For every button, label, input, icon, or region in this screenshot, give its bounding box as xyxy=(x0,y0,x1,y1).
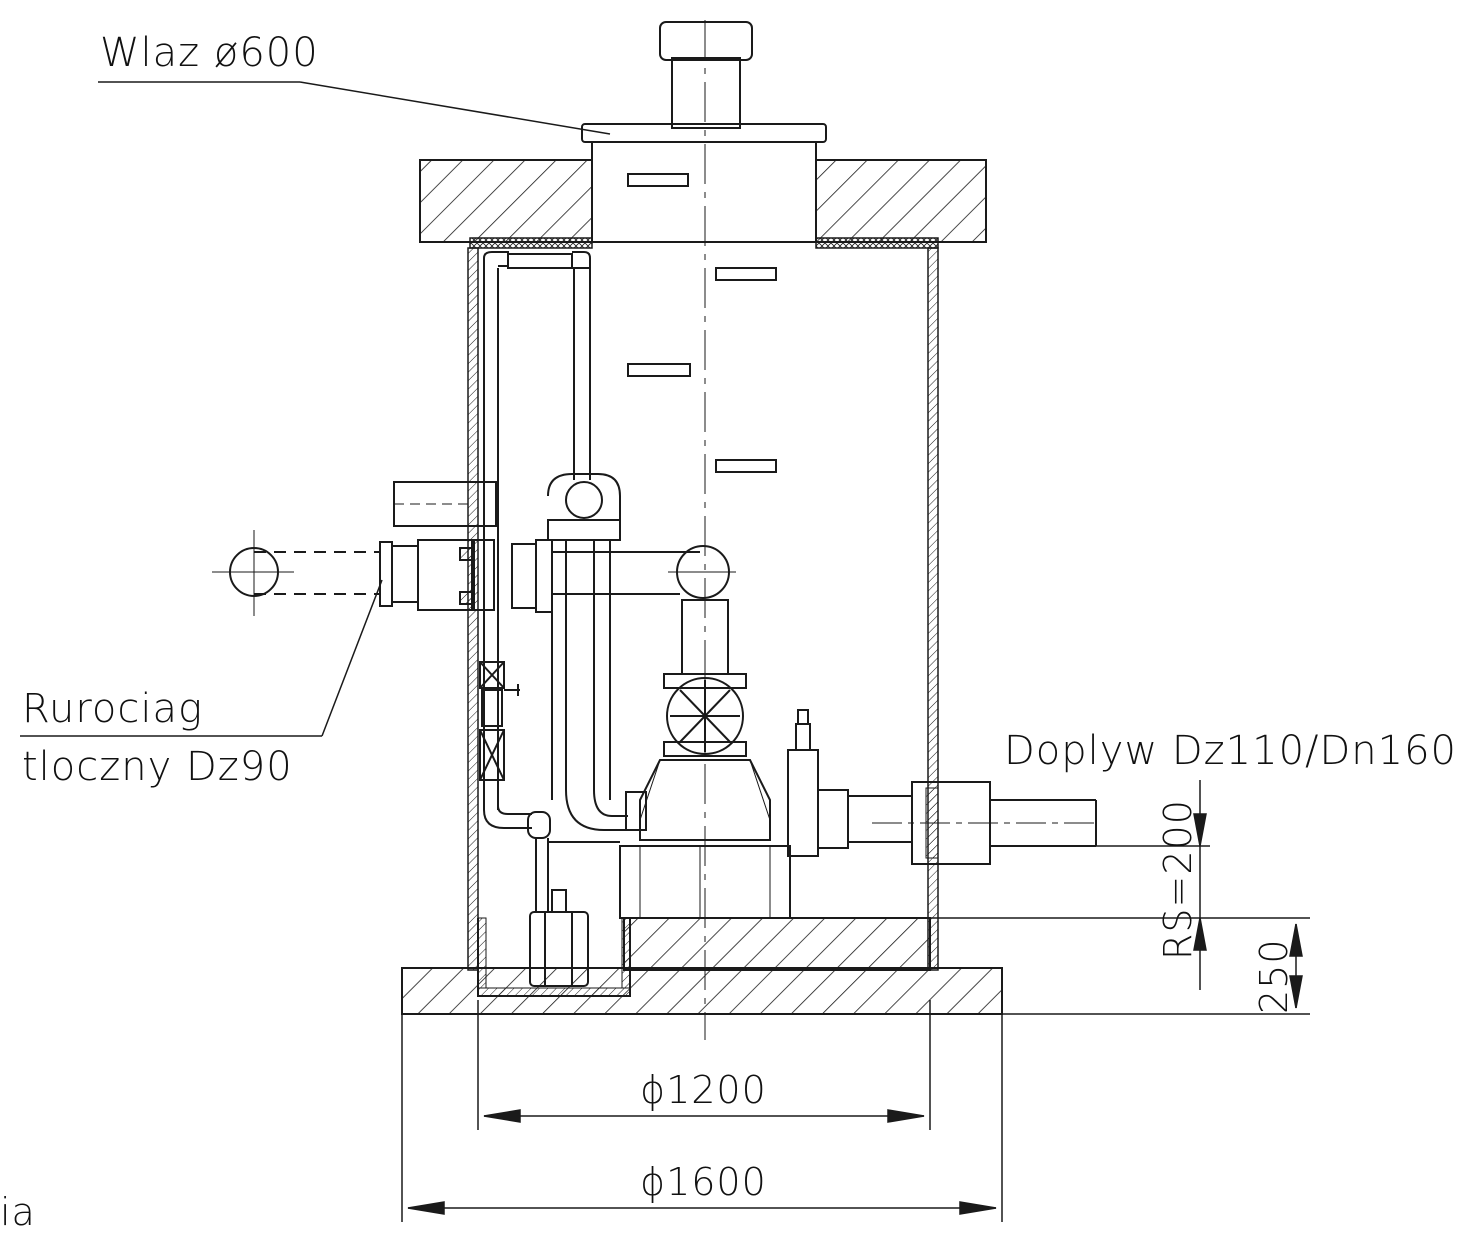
pipeline-label-line1: Rurociag xyxy=(22,686,204,732)
riser-pipe xyxy=(479,661,551,912)
vent-pipe xyxy=(483,251,591,810)
chamber-walls xyxy=(467,247,939,971)
ladder-rungs xyxy=(627,267,777,473)
pipeline-label-line2: tloczny Dz90 xyxy=(22,744,293,790)
drainage-pump xyxy=(529,889,589,987)
inner-diameter-label: ϕ1200 xyxy=(640,1068,767,1112)
bottom-slab xyxy=(401,917,1003,1015)
manhole-label: Wlaz ø600 xyxy=(100,30,319,76)
depth-dimension-label: 250 xyxy=(1252,938,1296,1014)
manhole-cover xyxy=(581,21,827,243)
inflow-label: Doplyw Dz110/Dn160 xyxy=(1004,728,1457,774)
rs-dimension-label: RS=200 xyxy=(1156,799,1200,960)
dimension-lines xyxy=(401,780,1310,1222)
top-slab xyxy=(419,159,987,249)
inflow-pipe xyxy=(787,709,1097,865)
main-pump xyxy=(619,599,791,919)
leader-lines xyxy=(20,81,611,737)
pressure-pipeline xyxy=(212,481,736,616)
outer-diameter-label: ϕ1600 xyxy=(640,1160,767,1204)
cut-text-fragment: ia xyxy=(0,1190,36,1234)
pump-station-drawing xyxy=(20,20,1310,1222)
guide-column xyxy=(547,473,628,843)
